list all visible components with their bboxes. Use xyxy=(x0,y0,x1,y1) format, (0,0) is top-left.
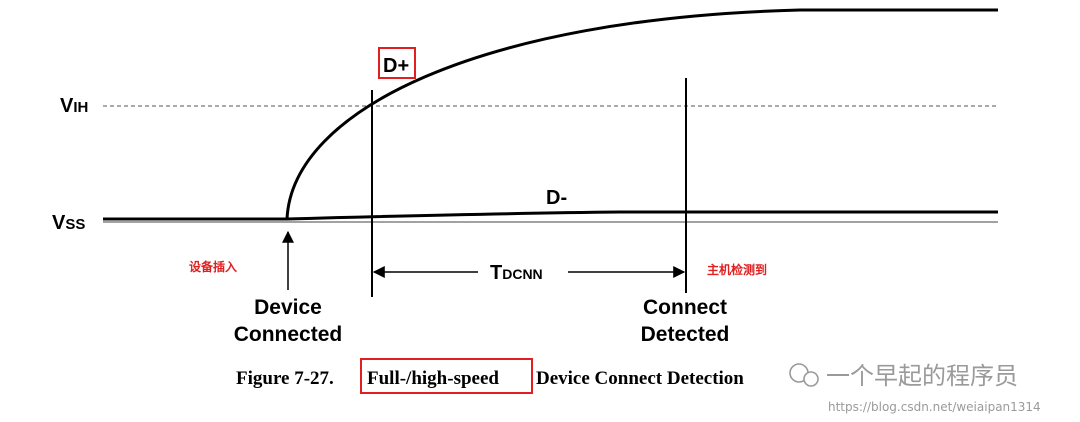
caption-suffix: Device Connect Detection xyxy=(536,368,744,389)
watermark-account: 一个早起的程序员 xyxy=(826,362,1018,390)
vss-label: VSS xyxy=(52,212,85,234)
caption-prefix: Figure 7-27. xyxy=(236,368,334,389)
device-connected-label-line2: Connected xyxy=(234,323,343,346)
vih-label: VIH xyxy=(60,95,88,117)
watermark-url: https://blog.csdn.net/weiaipan1314 xyxy=(828,400,1041,414)
tdcnn-label: TDCNN xyxy=(490,262,543,284)
watermark-logo xyxy=(789,363,819,387)
device-connected-label-line1: Device xyxy=(254,296,322,319)
d-plus-label: D+ xyxy=(383,55,409,77)
d-plus-trace xyxy=(285,8,998,220)
device-inserted-annotation: 设备插入 xyxy=(189,259,237,274)
connect-detected-label-line1: Connect xyxy=(643,296,727,319)
caption-highlight-box xyxy=(360,358,533,394)
connect-detected-label-line2: Detected xyxy=(641,323,730,346)
host-detected-annotation: 主机检测到 xyxy=(707,262,767,277)
caption-highlight-text: Full-/high-speed xyxy=(367,368,499,389)
d-minus-trace xyxy=(103,210,998,221)
d-plus-highlight-box xyxy=(378,47,416,79)
d-minus-label: D- xyxy=(546,187,567,209)
